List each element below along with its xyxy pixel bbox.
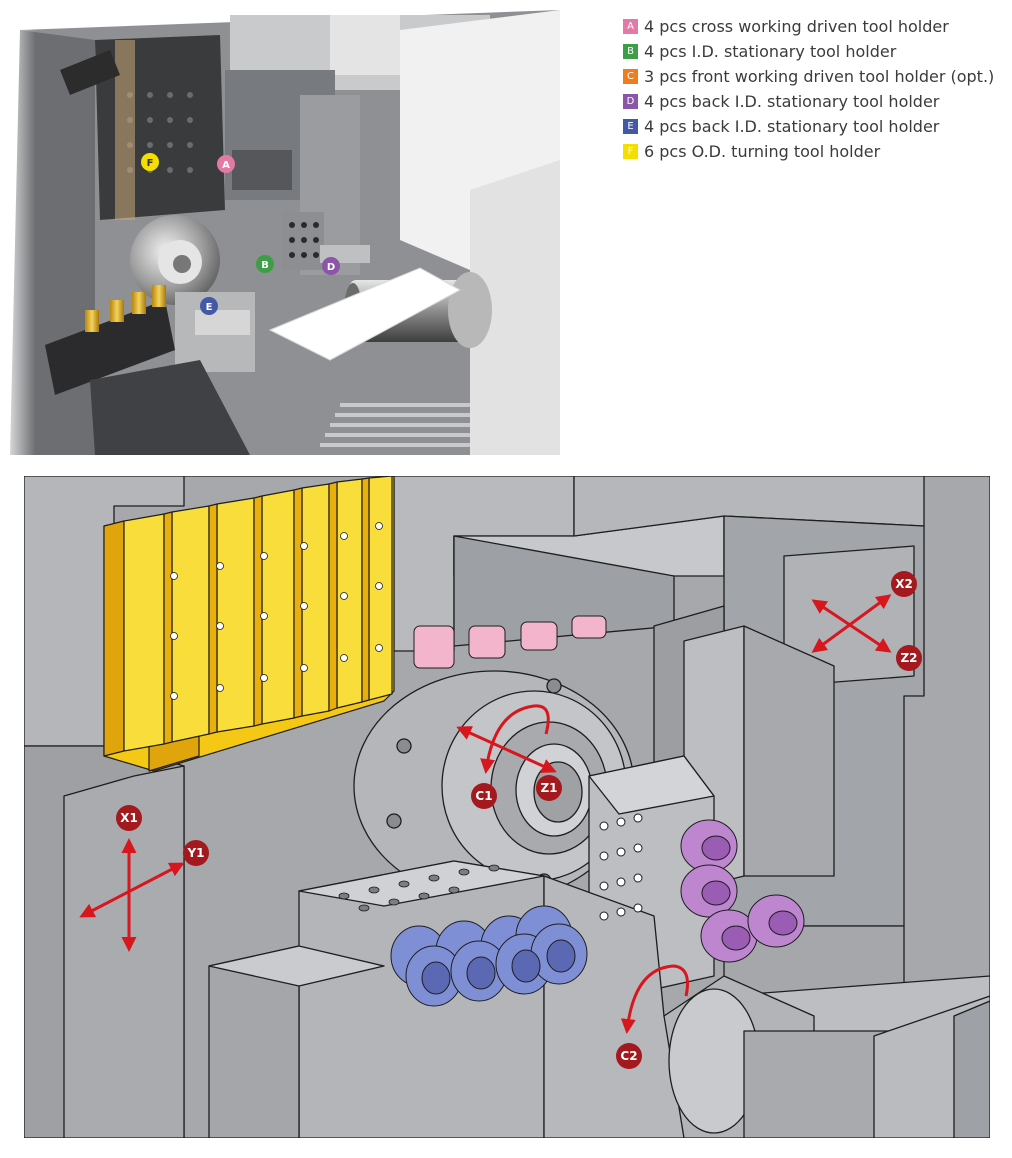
legend-text-c: 3 pcs front working driven tool holder (… xyxy=(644,67,995,86)
tool-holder-legend: A 4 pcs cross working driven tool holder… xyxy=(623,14,994,164)
legend-item-f: F 6 pcs O.D. turning tool holder xyxy=(623,139,994,164)
legend-text-b: 4 pcs I.D. stationary tool holder xyxy=(644,42,897,61)
svg-text:E: E xyxy=(206,302,213,313)
machine-photo: A F B D E xyxy=(0,0,590,455)
svg-text:Y1: Y1 xyxy=(186,846,204,860)
legend-swatch-d: D xyxy=(623,94,638,109)
marker-a: A xyxy=(217,155,235,173)
legend-item-c: C 3 pcs front working driven tool holder… xyxy=(623,64,994,89)
axis-x1: X1 xyxy=(116,805,142,831)
axis-z2: Z2 xyxy=(896,645,922,671)
svg-text:A: A xyxy=(222,160,230,171)
svg-text:C2: C2 xyxy=(620,1049,637,1063)
axis-z1: Z1 xyxy=(536,775,562,801)
axis-y1: Y1 xyxy=(183,840,209,866)
axis-x2: X2 xyxy=(891,571,917,597)
svg-text:F: F xyxy=(147,158,154,169)
legend-item-e: E 4 pcs back I.D. stationary tool holder xyxy=(623,114,994,139)
legend-swatch-f: F xyxy=(623,144,638,159)
svg-text:X2: X2 xyxy=(895,577,913,591)
legend-swatch-e: E xyxy=(623,119,638,134)
legend-text-a: 4 pcs cross working driven tool holder xyxy=(644,17,949,36)
svg-text:C1: C1 xyxy=(475,789,492,803)
svg-text:X1: X1 xyxy=(120,811,138,825)
marker-d: D xyxy=(322,257,340,275)
marker-f: F xyxy=(141,153,159,171)
marker-e: E xyxy=(200,297,218,315)
legend-swatch-a: A xyxy=(623,19,638,34)
legend-text-e: 4 pcs back I.D. stationary tool holder xyxy=(644,117,940,136)
legend-text-d: 4 pcs back I.D. stationary tool holder xyxy=(644,92,940,111)
legend-swatch-b: B xyxy=(623,44,638,59)
axis-c1: C1 xyxy=(471,783,497,809)
svg-text:Z2: Z2 xyxy=(900,651,917,665)
axis-diagram: X1 Y1 X2 Z2 C1 Z1 C2 xyxy=(24,476,990,1138)
legend-swatch-c: C xyxy=(623,69,638,84)
svg-text:D: D xyxy=(327,262,335,273)
svg-text:B: B xyxy=(261,260,269,271)
legend-item-d: D 4 pcs back I.D. stationary tool holder xyxy=(623,89,994,114)
marker-b: B xyxy=(256,255,274,273)
axis-c2: C2 xyxy=(616,1043,642,1069)
legend-item-a: A 4 pcs cross working driven tool holder xyxy=(623,14,994,39)
legend-item-b: B 4 pcs I.D. stationary tool holder xyxy=(623,39,994,64)
svg-text:Z1: Z1 xyxy=(540,781,557,795)
legend-text-f: 6 pcs O.D. turning tool holder xyxy=(644,142,881,161)
